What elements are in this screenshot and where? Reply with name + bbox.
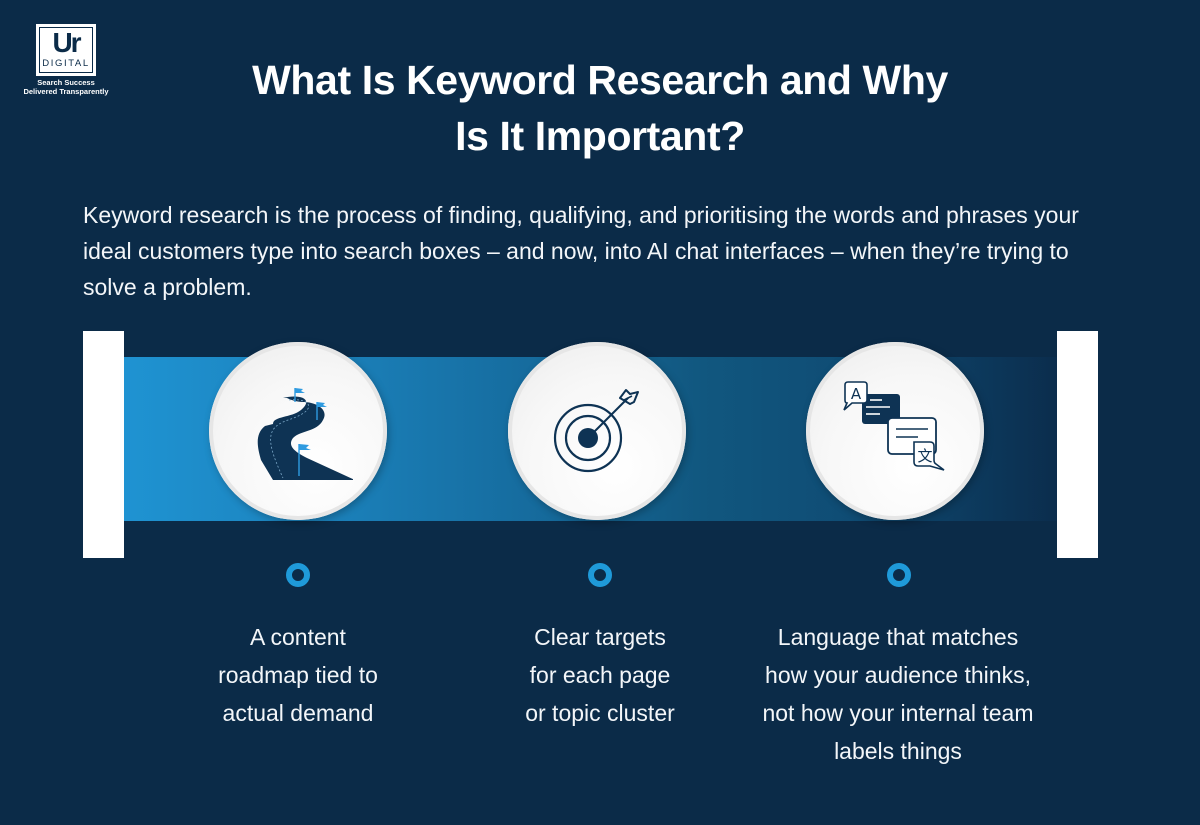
translation-chat-icon: A 文 bbox=[843, 381, 945, 471]
logo-tagline-line-2: Delivered Transparently bbox=[23, 87, 109, 96]
title-line-2: Is It Important? bbox=[455, 113, 745, 159]
caption-line: how your audience thinks, bbox=[765, 662, 1031, 688]
band-end-bar-left bbox=[83, 331, 124, 558]
logo-tagline: Search Success Delivered Transparently bbox=[18, 78, 114, 96]
language-icon-circle: A 文 bbox=[806, 342, 984, 520]
caption-line: for each page bbox=[529, 662, 671, 688]
caption-line: actual demand bbox=[222, 700, 374, 726]
target-arrow-icon bbox=[553, 389, 639, 473]
wen-glyph: 文 bbox=[917, 447, 932, 465]
logo-mark: Ur bbox=[52, 27, 81, 58]
caption-line: Language that matches bbox=[777, 624, 1019, 650]
caption-line: Clear targets bbox=[534, 624, 666, 650]
title-line-1: What Is Keyword Research and Why bbox=[252, 57, 948, 103]
page-title: What Is Keyword Research and Why Is It I… bbox=[0, 52, 1200, 164]
caption-audience-language: Language that matches how your audience … bbox=[728, 618, 1068, 770]
timeline-dot-3 bbox=[887, 563, 911, 587]
caption-line: labels things bbox=[834, 738, 962, 764]
caption-clear-targets: Clear targets for each page or topic clu… bbox=[480, 618, 720, 732]
winding-road-flags-icon bbox=[257, 388, 353, 480]
targets-icon-circle bbox=[508, 342, 686, 520]
intro-paragraph: Keyword research is the process of findi… bbox=[83, 202, 1079, 300]
letter-a-glyph: A bbox=[851, 385, 862, 403]
brand-logo: Ur DIGITAL Search Success Delivered Tran… bbox=[18, 24, 114, 96]
roadmap-icon-circle bbox=[209, 342, 387, 520]
logo-badge: Ur DIGITAL bbox=[36, 24, 96, 76]
caption-line: not how your internal team bbox=[762, 700, 1034, 726]
logo-wordmark: DIGITAL bbox=[42, 58, 90, 69]
logo-tagline-line-1: Search Success bbox=[37, 78, 95, 87]
caption-line: or topic cluster bbox=[525, 700, 675, 726]
caption-line: A content bbox=[250, 624, 346, 650]
timeline-dot-1 bbox=[286, 563, 310, 587]
band-end-bar-right bbox=[1057, 331, 1098, 558]
caption-line: roadmap tied to bbox=[218, 662, 378, 688]
timeline-dot-2 bbox=[588, 563, 612, 587]
caption-content-roadmap: A content roadmap tied to actual demand bbox=[178, 618, 418, 732]
